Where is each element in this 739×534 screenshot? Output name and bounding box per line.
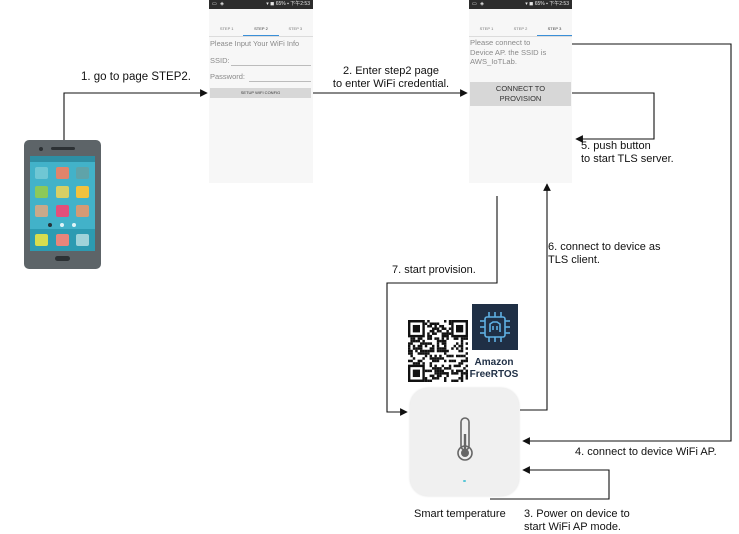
status-icons-right: ▾ ◼ 65% ▪ 下午2:53 [266,1,310,7]
step1-label: 1. go to page STEP2. [81,71,191,83]
step5-label: 5. push button to start TLS server. [581,140,674,166]
brand-line-2: FreeRTOS [469,369,519,380]
status-icons-left: ▭ ◈ [212,1,225,7]
step5-line-2: to start TLS server. [581,153,674,165]
tab-step1[interactable]: STEP 1 [479,26,494,31]
password-input[interactable] [249,81,311,82]
freertos-logo [472,304,518,350]
step3-line-1: 3. Power on device to [524,508,630,520]
connect-instructions: Please connect to Device AP. the SSID is… [470,38,546,67]
smartphone-icon [24,140,101,269]
tab-bar: STEP 1 STEP 2 STEP 3 [209,23,313,37]
status-icons-right: ▾ ◼ 65% ▪ 下午2:53 [525,1,569,7]
step7-label: 7. start provision. [392,264,476,276]
freertos-brand-text: Amazon FreeRTOS [462,357,526,381]
step5-line-1: 5. push button [581,140,651,152]
instruction-line-2: Device AP. the SSID is [470,47,547,57]
device-caption: Smart temperature [414,508,506,520]
tab-step3[interactable]: STEP 3 [288,26,303,31]
password-label: Password: [210,72,246,81]
step6-line-1: 6. connect to device as [548,241,661,253]
thermometer-icon [457,417,473,461]
step6-label: 6. connect to device as TLS client. [548,241,661,267]
wifi-info-heading: Please Input Your WiFi Info [210,39,300,48]
step2-line-1: 2. Enter step2 page [342,65,439,77]
step6-line-2: TLS client. [548,254,600,266]
brand-line-1: Amazon [474,357,514,368]
step2-label: 2. Enter step2 page to enter WiFi creden… [320,65,462,91]
arrow-step1 [63,89,208,140]
setup-wifi-config-button[interactable]: SETUP WIFI CONFIG [210,88,311,98]
freertos-chip-icon [480,312,510,342]
instruction-line-3: AWS_IoTLab. [470,57,517,66]
tab-step2[interactable]: STEP 2 [243,23,279,36]
qr-code-icon [408,320,468,382]
setup-wifi-config-label: SETUP WIFI CONFIG [240,90,281,95]
arrow-step4 [522,43,732,445]
smart-temperature-device [410,388,519,496]
arrow-step7 [386,196,498,416]
arrow-step5 [572,92,655,143]
step3-label: 3. Power on device to start WiFi AP mode… [524,508,630,534]
instruction-line-1: Please connect to [470,38,531,47]
step4-label: 4. connect to device WiFi AP. [575,446,717,458]
connect-to-provision-button[interactable]: CONNECT TO PROVISION [470,82,571,106]
tab-step2[interactable]: STEP 2 [513,26,528,31]
connect-button-line-2: PROVISION [499,94,542,103]
status-icons-left: ▭ ◈ [472,1,485,7]
tab-bar: STEP 1 STEP 2 STEP 3 [469,23,572,37]
ssid-input[interactable] [231,65,311,66]
status-bar: ▭ ◈ ▾ ◼ 65% ▪ 下午2:53 [469,0,572,9]
ssid-label: SSID: [210,56,230,65]
step2-line-2: to enter WiFi credential. [332,78,450,90]
arrow-step6 [520,183,551,411]
tab-step3[interactable]: STEP 3 [536,23,572,36]
step3-screenshot: ▭ ◈ ▾ ◼ 65% ▪ 下午2:53 STEP 1 STEP 2 STEP … [469,0,572,183]
connect-button-line-1: CONNECT TO [495,84,546,93]
step3-line-2: start WiFi AP mode. [524,521,621,533]
status-bar: ▭ ◈ ▾ ◼ 65% ▪ 下午2:53 [209,0,313,9]
tab-step1[interactable]: STEP 1 [219,26,234,31]
status-led [463,480,466,482]
step2-screenshot: ▭ ◈ ▾ ◼ 65% ▪ 下午2:53 STEP 1 STEP 2 STEP … [209,0,313,183]
arrow-step3 [490,466,610,500]
